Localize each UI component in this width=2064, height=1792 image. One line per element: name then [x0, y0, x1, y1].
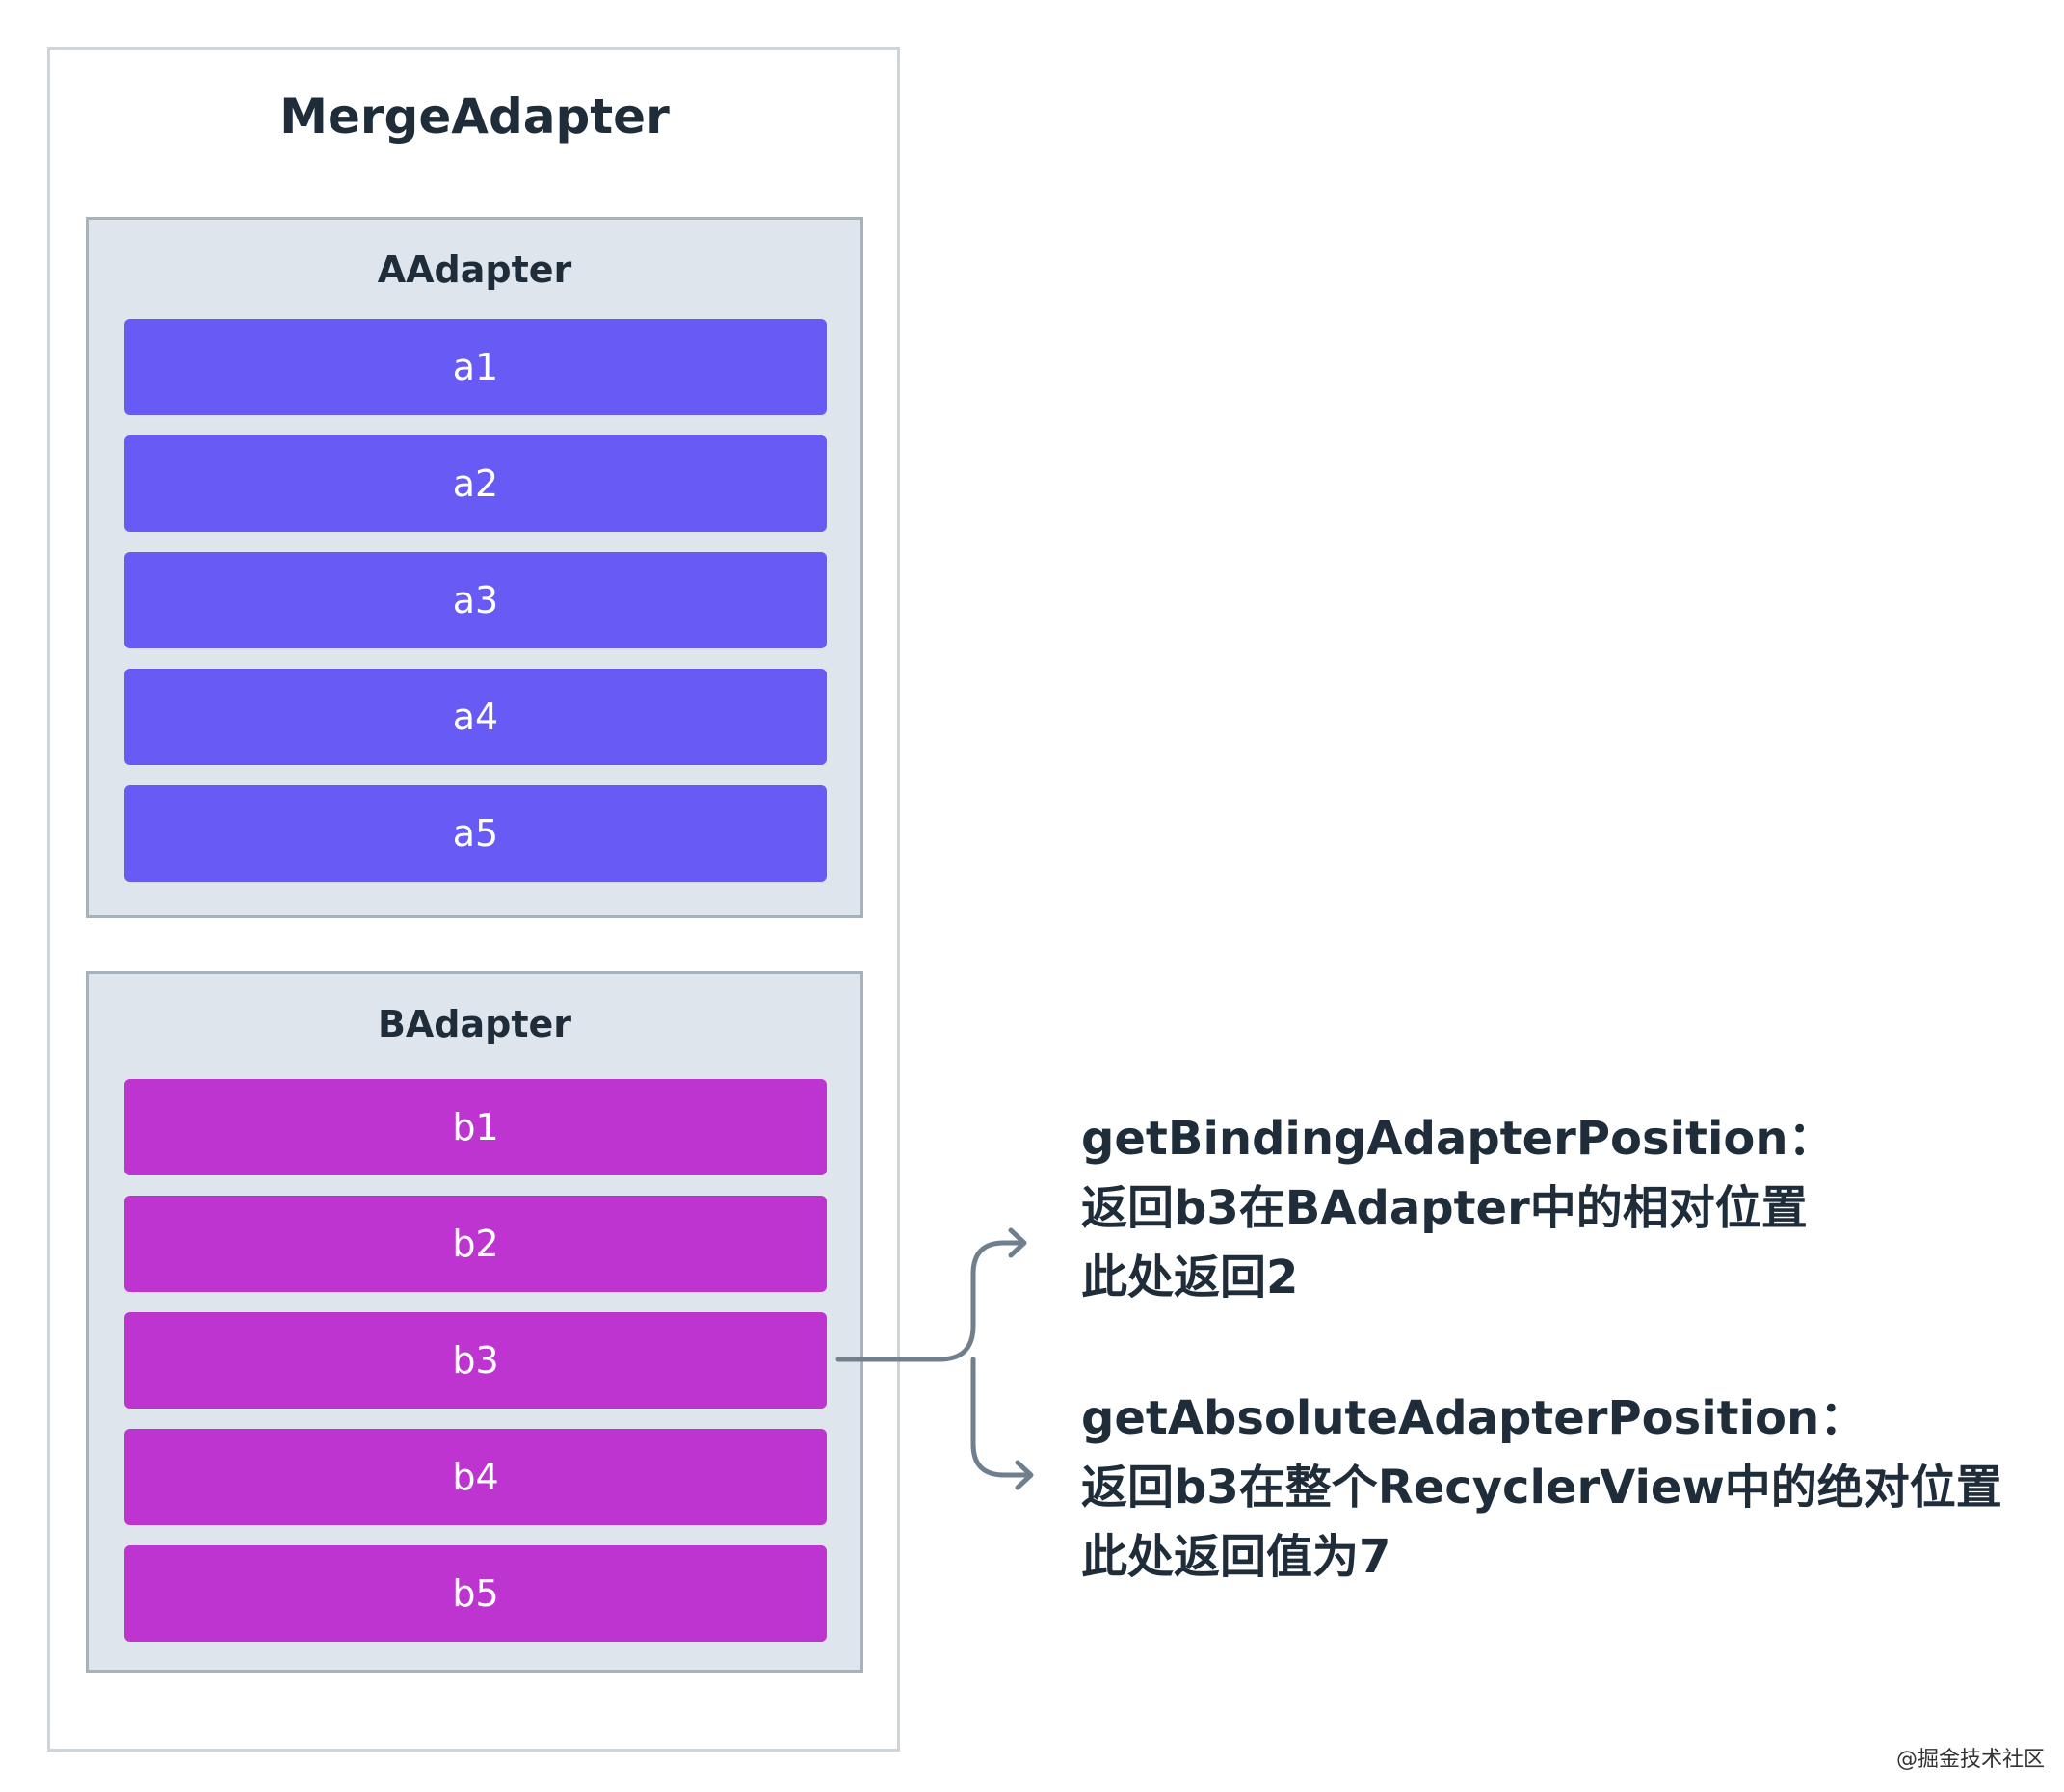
list-item-b2: b2: [124, 1196, 827, 1292]
list-item-b4: b4: [124, 1429, 827, 1525]
absolute-note-line-3: 此处返回值为7: [1081, 1530, 1391, 1584]
absolute-note-line-2: 返回b3在整个RecyclerView中的绝对位置: [1081, 1461, 2002, 1515]
merge-adapter-title: MergeAdapter: [279, 89, 670, 145]
binding-note-line-1: getBindingAdapterPosition：: [1081, 1112, 1835, 1166]
list-item-a3: a3: [124, 552, 827, 648]
absolute-note-line-1: getAbsoluteAdapterPosition：: [1081, 1391, 1866, 1445]
binding-note-line-3: 此处返回2: [1081, 1251, 1299, 1304]
upper-arrowhead-icon: [1008, 1227, 1027, 1258]
list-item-a5: a5: [124, 785, 827, 882]
list-item-b5: b5: [124, 1545, 827, 1642]
watermark: @掘金技术社区: [1895, 1748, 2045, 1772]
list-item-b3: b3: [124, 1312, 827, 1409]
list-item-a1: a1: [124, 319, 827, 415]
b-adapter-container: BAdapter b1 b2 b3 b4 b5: [86, 971, 863, 1673]
binding-note-line-2: 返回b3在BAdapter中的相对位置: [1081, 1181, 1808, 1235]
list-item-a4: a4: [124, 669, 827, 765]
connector-upper-branch: [970, 1240, 1024, 1329]
a-adapter-container: AAdapter a1 a2 a3 a4 a5: [86, 217, 863, 918]
a-adapter-title: AAdapter: [377, 249, 572, 291]
binding-position-note: getBindingAdapterPosition： 返回b3在BAdapter…: [1081, 1104, 1835, 1312]
connector-lower-branch: [970, 1357, 1031, 1478]
lower-arrowhead-icon: [1015, 1460, 1034, 1490]
absolute-position-note: getAbsoluteAdapterPosition： 返回b3在整个Recyc…: [1081, 1384, 2002, 1592]
list-item-a2: a2: [124, 435, 827, 532]
list-item-b1: b1: [124, 1079, 827, 1175]
b-adapter-title: BAdapter: [377, 1003, 572, 1045]
